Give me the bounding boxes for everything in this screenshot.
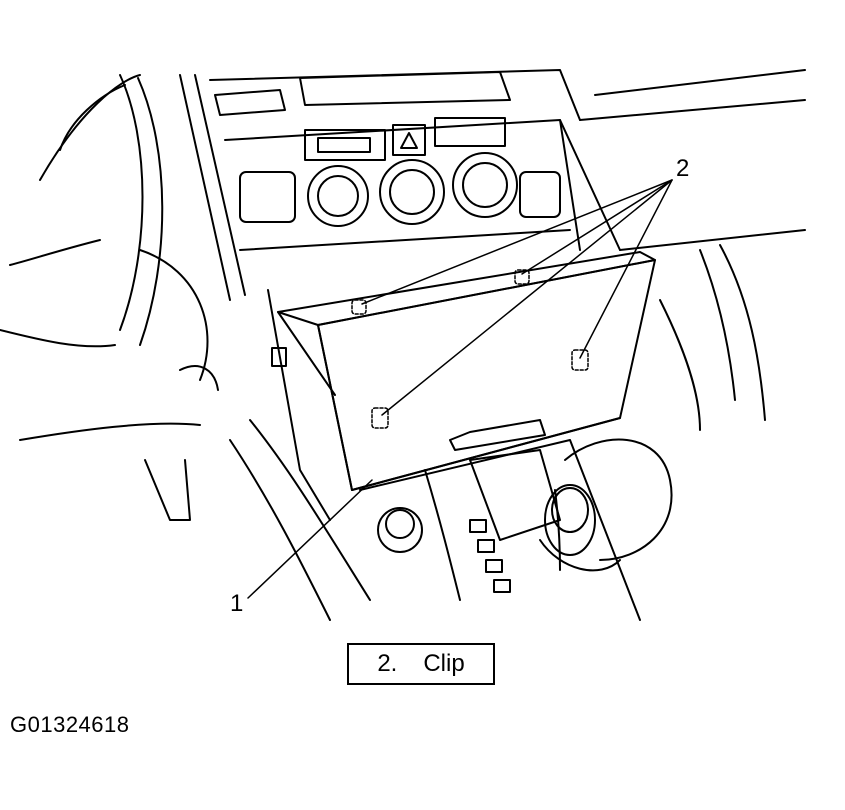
clip-icons [351, 269, 589, 429]
callout-number-2: 2 [676, 155, 690, 182]
leader-lines [247, 179, 673, 599]
legend-number: 2. [377, 650, 398, 677]
legend-box: 2. Clip [347, 643, 495, 685]
side-trim [144, 289, 371, 621]
console-panel [277, 251, 656, 491]
figure-id: G01324618 [10, 712, 130, 737]
shifter-console [359, 438, 673, 621]
legend-label: Clip [423, 650, 465, 677]
right-dashboard [619, 229, 806, 431]
callout-number-1: 1 [230, 590, 244, 617]
steering-wheel [0, 74, 219, 441]
dashboard-center-stack [179, 69, 806, 301]
